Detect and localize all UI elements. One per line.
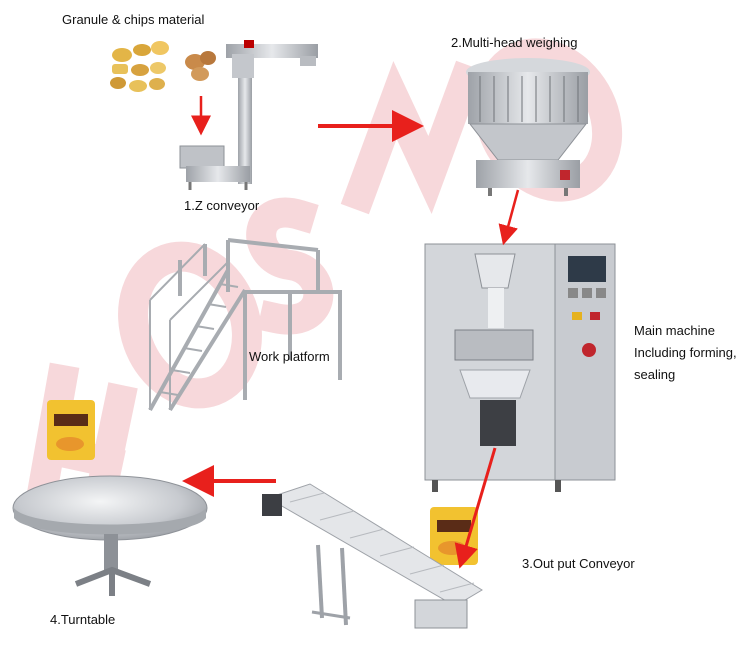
label-work-platform: Work platform xyxy=(249,349,330,364)
label-main-machine: Main machine Including forming, sealing xyxy=(634,320,737,386)
output-conveyor-image xyxy=(262,483,483,629)
arrow-weigher-to-machine xyxy=(498,189,520,246)
work-platform-image xyxy=(148,238,342,412)
arrow-machine-to-bag xyxy=(454,447,497,569)
label-output-conveyor: 3.Out put Conveyor xyxy=(522,556,635,571)
multihead-weigher-image xyxy=(466,58,590,196)
label-turntable: 4.Turntable xyxy=(50,612,116,627)
turntable-image xyxy=(12,475,208,596)
label-main-machine-line1: Main machine xyxy=(634,323,715,338)
label-main-machine-line2: Including forming, xyxy=(634,345,737,360)
label-z-conveyor: 1.Z conveyor xyxy=(184,198,260,213)
label-multihead-weighing: 2.Multi-head weighing xyxy=(451,35,578,50)
vertical-packing-machine-image xyxy=(424,243,616,492)
label-main-machine-line3: sealing xyxy=(634,367,676,382)
z-conveyor-image xyxy=(179,40,318,190)
snack-material-image xyxy=(110,41,216,92)
label-material: Granule & chips material xyxy=(62,12,205,27)
flow-arrows xyxy=(182,96,520,569)
